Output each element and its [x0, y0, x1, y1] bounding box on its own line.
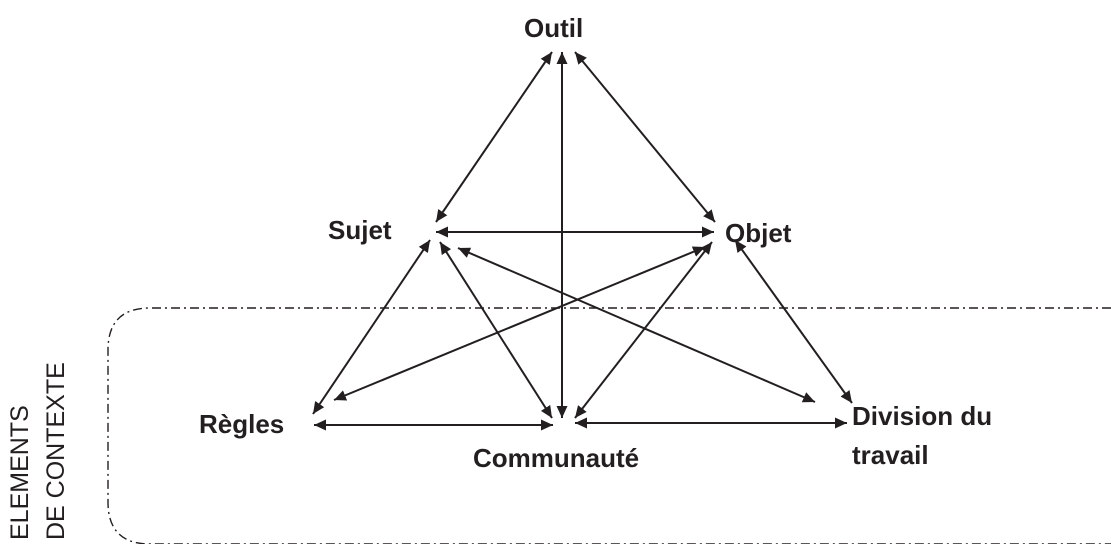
arrow-sujet-communaute — [439, 241, 553, 419]
node-division-label-line1: Division du — [852, 401, 993, 431]
arrow-objet-division — [734, 239, 853, 404]
arrow-sujet-regles — [312, 239, 431, 415]
node-objet-label: Objet — [725, 218, 792, 248]
node-sujet-label: Sujet — [328, 215, 392, 245]
arrow-outil-sujet — [435, 51, 553, 223]
node-regles-label: Règles — [199, 409, 285, 439]
context-label-line2: DE CONTEXTE — [42, 362, 70, 540]
context-region-border — [107, 307, 1111, 544]
arrow-sujet-division — [457, 247, 816, 403]
arrow-objet-communaute — [574, 241, 713, 419]
arrow-outil-objet — [574, 51, 716, 223]
node-communaute-label: Communauté — [473, 443, 640, 473]
node-outil-label: Outil — [524, 13, 584, 43]
node-division-label-line2: travail — [852, 440, 929, 470]
context-label-line1: ELEMENTS — [6, 405, 34, 540]
